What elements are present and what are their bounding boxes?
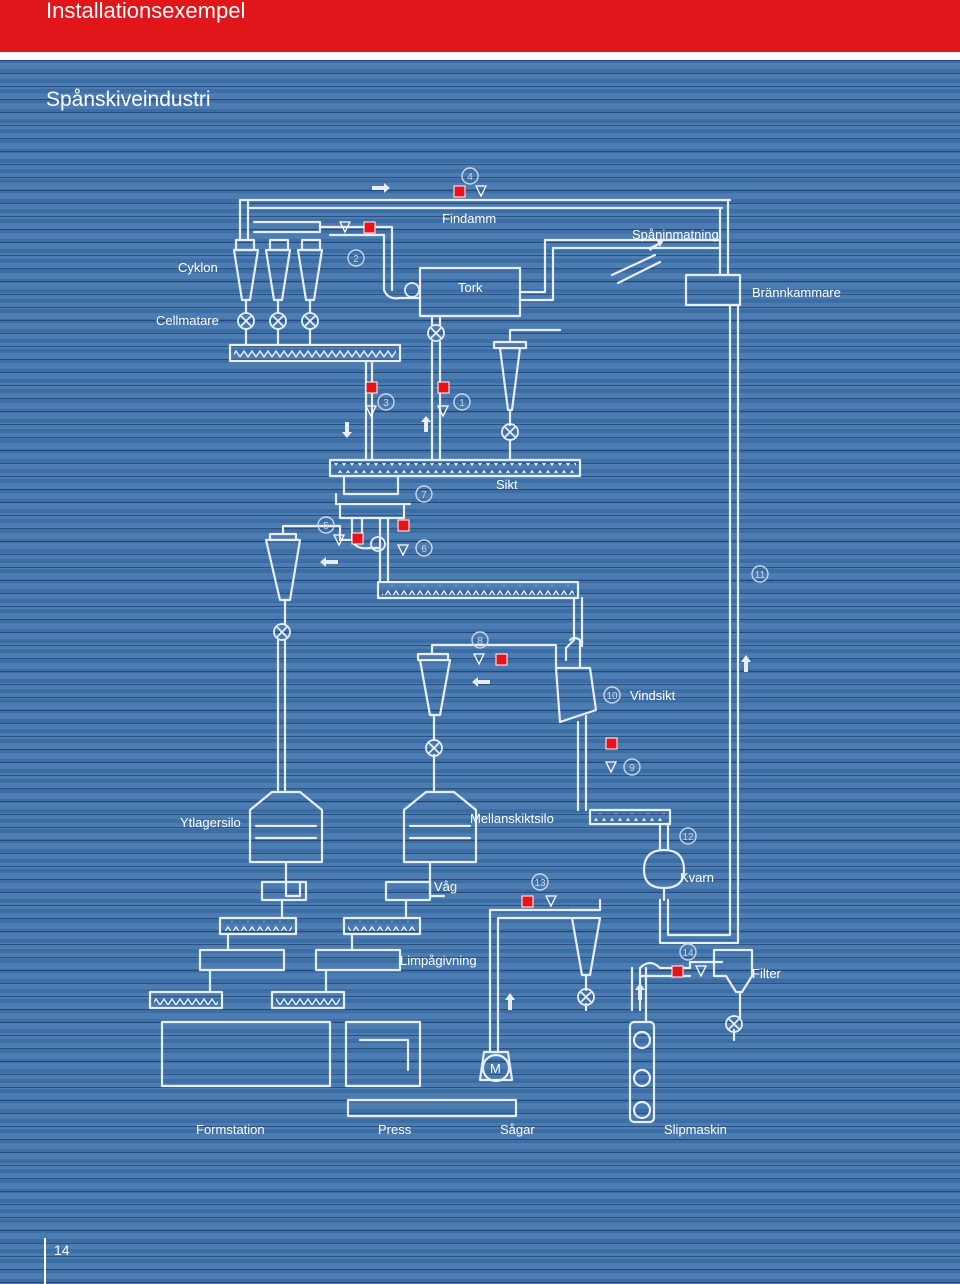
label-cellmatare: Cellmatare xyxy=(156,313,219,328)
label-press: Press xyxy=(378,1122,412,1137)
marker-7: 7 xyxy=(421,490,427,501)
marker-2: 2 xyxy=(353,254,359,265)
header-title: Installationsexempel xyxy=(46,0,246,23)
label-spaninmatning: Spåninmatning xyxy=(632,227,719,242)
marker-8: 8 xyxy=(477,636,483,647)
label-findamm: Findamm xyxy=(442,211,496,226)
marker-10: 10 xyxy=(606,691,618,702)
marker-9: 9 xyxy=(629,763,635,774)
marker-11: 11 xyxy=(755,570,766,581)
marker-14: 14 xyxy=(682,948,694,959)
marker-4: 4 xyxy=(467,172,473,183)
label-formstation: Formstation xyxy=(196,1122,265,1137)
marker-12: 12 xyxy=(682,832,694,843)
label-brannkammare: Brännkammare xyxy=(752,285,841,300)
label-filter: Filter xyxy=(752,966,782,981)
label-cyklon: Cyklon xyxy=(178,260,218,275)
page-subtitle: Spånskiveindustri xyxy=(46,88,211,111)
label-kvarn: Kvarn xyxy=(680,870,714,885)
marker-13: 13 xyxy=(534,878,546,889)
marker-6: 6 xyxy=(421,544,427,555)
label-sikt: Sikt xyxy=(496,477,518,492)
label-vag: Våg xyxy=(434,879,457,894)
label-slipmaskin: Slipmaskin xyxy=(664,1122,727,1137)
page-number: 14 xyxy=(54,1242,70,1258)
label-mellanskiktsilo: Mellanskiktsilo xyxy=(470,811,554,826)
marker-5: 5 xyxy=(323,521,329,532)
page-number-rule xyxy=(44,1238,46,1284)
marker-3: 3 xyxy=(383,398,389,409)
label-vindsikt: Vindsikt xyxy=(630,688,676,703)
motor-symbol: M xyxy=(490,1061,501,1076)
label-ytlagersilo: Ytlagersilo xyxy=(180,815,241,830)
label-limpagivning: Limpågivning xyxy=(400,953,477,968)
page-header: Installationsexempel xyxy=(0,0,960,52)
label-tork: Tork xyxy=(458,280,483,295)
label-sagar: Sågar xyxy=(500,1122,535,1137)
marker-1: 1 xyxy=(459,398,465,409)
